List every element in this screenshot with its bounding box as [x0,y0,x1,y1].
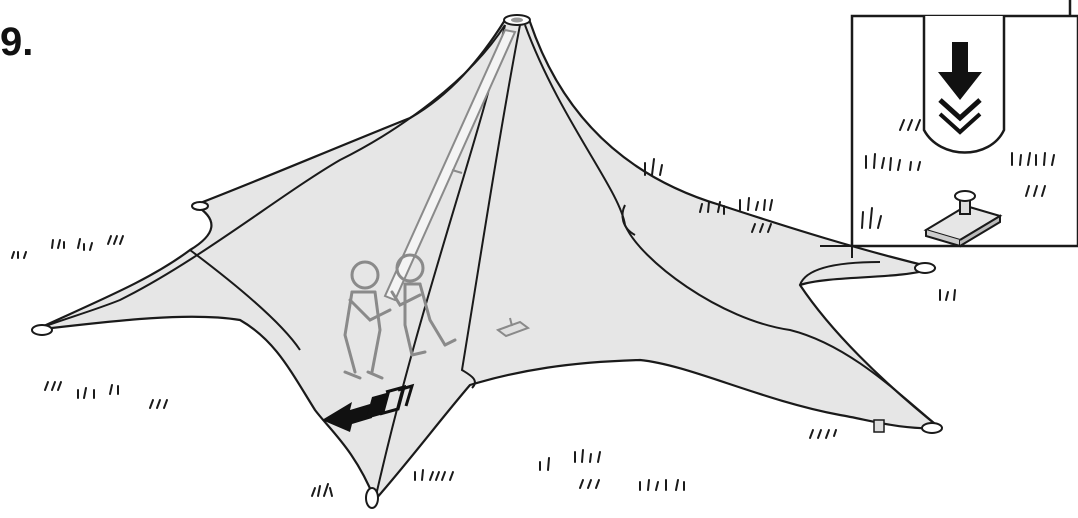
ground-stake [874,420,884,432]
pole-top-cap [504,15,530,25]
